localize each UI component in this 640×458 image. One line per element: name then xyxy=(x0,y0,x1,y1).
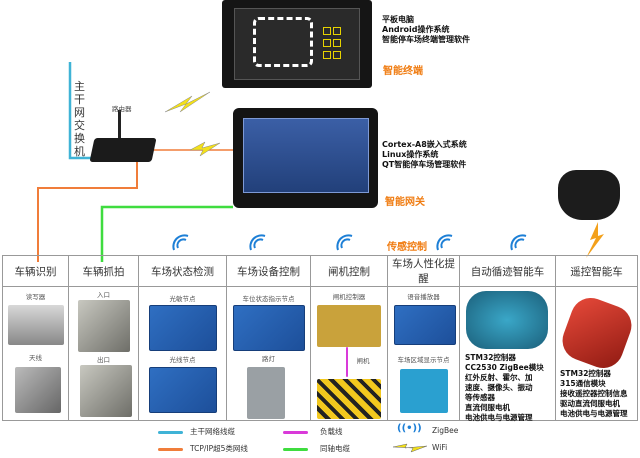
street-lamp-image xyxy=(247,367,285,419)
device-label: 入口 xyxy=(97,291,110,299)
router-label: 路由器 xyxy=(112,105,132,113)
zigbee-icon xyxy=(249,234,266,251)
cell-vehicle-capture: 入口 出口 xyxy=(68,286,139,421)
reader-image xyxy=(8,305,64,345)
device-label: 读写器 xyxy=(25,293,46,301)
switch-label: 主干网交换机 xyxy=(74,80,85,158)
gate-image xyxy=(317,379,381,419)
device-table: 车辆识别 车辆抓拍 车场状态检测 车场设备控制 闸机控制 车场人性化提醒 自动循… xyxy=(2,255,638,422)
remote-car-image xyxy=(556,292,638,374)
legend-label: WiFi xyxy=(432,443,448,452)
tcpip-cable-table xyxy=(37,160,138,262)
line-following-car-image xyxy=(466,291,548,349)
cell-status-detection: 光敏节点 光线节点 xyxy=(138,286,227,421)
voice-player-image xyxy=(394,305,456,345)
column-header: 遥控智能车 xyxy=(555,255,638,287)
sensor-control-label: 传感控制 xyxy=(387,242,427,253)
gateway-screen-image xyxy=(233,108,378,208)
antenna-image xyxy=(15,367,61,413)
device-label: 语音播放器 xyxy=(407,293,440,301)
device-label: 车位状态指示节点 xyxy=(242,295,295,303)
column-header: 车辆识别 xyxy=(2,255,69,287)
device-label: 闸机 xyxy=(356,357,370,365)
column-header: 闸机控制 xyxy=(310,255,388,287)
legend-swatch xyxy=(283,431,308,434)
device-label: 车场区域显示节点 xyxy=(397,356,450,364)
column-header: 车场设备控制 xyxy=(226,255,311,287)
terminal-title: 智能终端 xyxy=(383,66,423,77)
load-wire xyxy=(346,347,348,377)
cell-vehicle-id: 读写器 天线 xyxy=(2,286,69,421)
cell-equipment-control: 车位状态指示节点 路灯 xyxy=(226,286,311,421)
wifi-bolt-icon xyxy=(393,443,428,453)
column-header: 车辆抓拍 xyxy=(68,255,139,287)
wifi-bolt-icon xyxy=(586,222,604,258)
wifi-bolt-icon xyxy=(189,141,221,157)
zigbee-icon xyxy=(172,234,189,251)
legend-label: ZigBee xyxy=(432,426,459,435)
router-image xyxy=(89,138,157,162)
tablet-image xyxy=(222,0,372,88)
slot-indicator-node-image xyxy=(233,305,305,351)
legend-swatch xyxy=(158,448,183,451)
gamepad-image xyxy=(558,170,620,220)
cell-reminder: 语音播放器 车场区域显示节点 xyxy=(387,286,460,421)
device-label: 光敏节点 xyxy=(169,295,196,303)
column-header: 车场状态检测 xyxy=(138,255,227,287)
legend-label: TCP/IP超5类网线 xyxy=(190,444,248,453)
gateway-title: 智能网关 xyxy=(385,197,425,208)
gate-controller-image xyxy=(317,305,381,347)
device-label: 天线 xyxy=(29,354,42,362)
legend-label: 负载线 xyxy=(320,427,343,436)
coax-cable xyxy=(100,205,233,262)
legend-swatch xyxy=(158,431,183,434)
display-node-image xyxy=(400,369,448,413)
column-header: 车场人性化提醒 xyxy=(387,255,460,287)
device-label: 光线节点 xyxy=(169,356,196,364)
device-label: 出口 xyxy=(97,356,110,364)
light-node-image xyxy=(149,367,217,413)
cell-gate-control: 闸机控制器 闸机 xyxy=(310,286,388,421)
zigbee-icon xyxy=(436,234,453,251)
entry-camera-image xyxy=(78,300,130,352)
legend-label: 主干网络线缆 xyxy=(190,427,235,436)
wifi-bolt-icon xyxy=(164,91,211,113)
zigbee-icon xyxy=(510,234,527,251)
exit-camera-image xyxy=(80,365,132,417)
device-label: 闸机控制器 xyxy=(332,293,366,301)
column-header: 自动循迹智能车 xyxy=(459,255,556,287)
router-antenna xyxy=(118,110,121,142)
zigbee-icon xyxy=(336,234,353,251)
device-label: 路灯 xyxy=(262,355,275,363)
legend-label: 同轴电缆 xyxy=(320,444,350,453)
light-sensor-node-image xyxy=(149,305,217,351)
zigbee-icon: ((•)) xyxy=(397,423,422,434)
legend-swatch xyxy=(283,448,308,451)
